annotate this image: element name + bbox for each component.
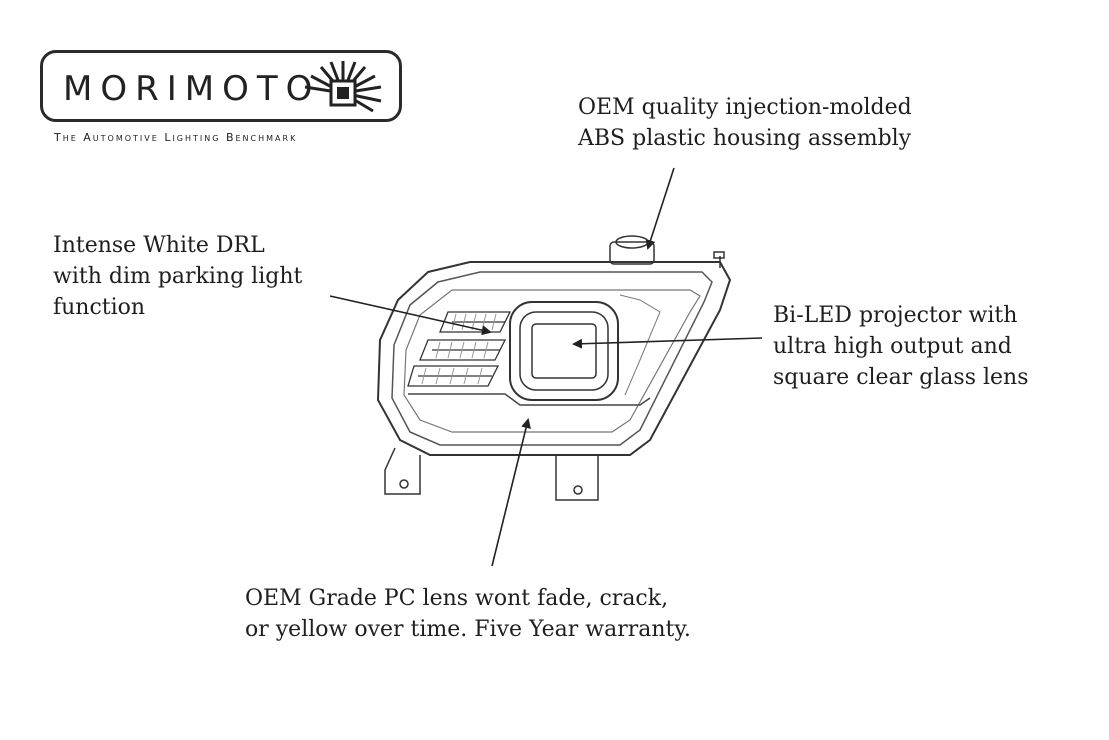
drl-callout-line3: function: [53, 295, 146, 320]
projector-callout-line1: Bi-LED projector with: [773, 303, 1018, 328]
mounting-tabs: [384, 447, 599, 501]
headlight-housing-outline: [376, 261, 732, 456]
logo-wordmark: MORIMOTO: [63, 69, 321, 109]
drl-light-bars: [407, 311, 512, 387]
projector-callout-arrow: [572, 337, 763, 349]
brand-logo: MORIMOTO: [40, 50, 402, 122]
drl-callout: Intense White DRL with dim parking light…: [53, 230, 302, 323]
logo-tagline: The Automotive Lighting Benchmark: [54, 131, 298, 144]
drl-callout-arrow: [329, 295, 492, 336]
projector-callout: Bi-LED projector with ultra high output …: [773, 300, 1029, 393]
housing-callout-arrow: [645, 167, 675, 250]
housing-callout-line1: OEM quality injection-molded: [578, 95, 912, 120]
housing-callout-line2: ABS plastic housing assembly: [578, 126, 912, 151]
lower-drl-sweep: [408, 393, 651, 406]
projector-callout-line3: square clear glass lens: [773, 365, 1029, 390]
housing-vent-connector: [609, 235, 725, 268]
lens-callout-arrow: [491, 418, 531, 567]
lens-callout-line1: OEM Grade PC lens wont fade, crack,: [245, 586, 669, 611]
bi-led-projector: [509, 301, 619, 401]
housing-callout: OEM quality injection-molded ABS plastic…: [578, 92, 912, 154]
lens-callout: OEM Grade PC lens wont fade, crack, or y…: [245, 583, 691, 645]
drl-callout-line2: with dim parking light: [53, 264, 303, 289]
sun-rays-icon: [304, 61, 382, 113]
lens-callout-line2: or yellow over time. Five Year warranty.: [245, 617, 691, 642]
drl-callout-line1: Intense White DRL: [53, 233, 265, 258]
projector-callout-line2: ultra high output and: [773, 334, 1012, 359]
